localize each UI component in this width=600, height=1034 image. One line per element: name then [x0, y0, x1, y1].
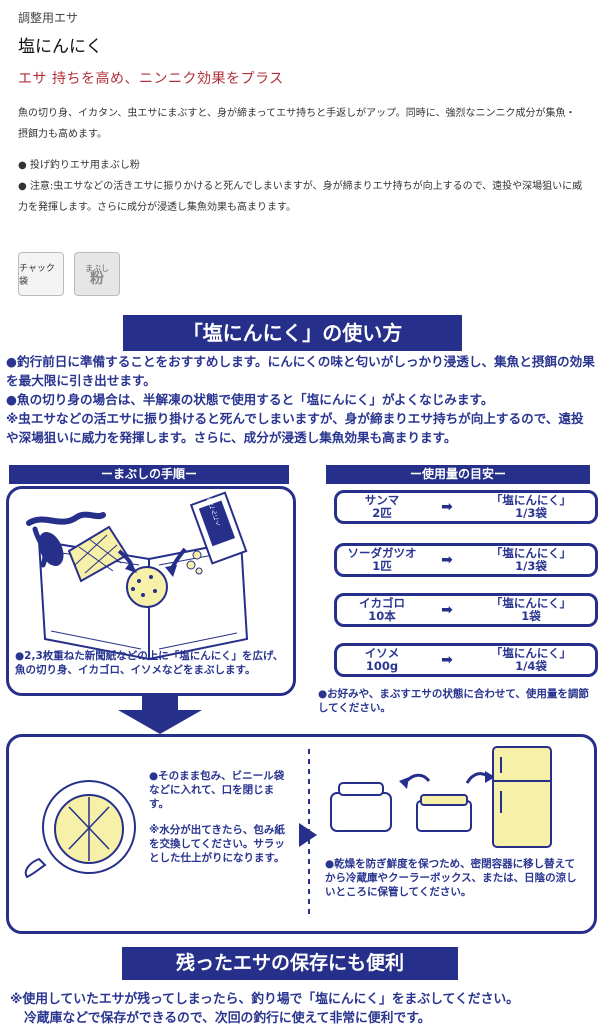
usage-line-1: ●釣行前日に準備することをおすすめします。にんにくの味と匂いがしっかり浸透し、集… [6, 354, 595, 388]
amount-portion: 「塩にんにく」1袋 [467, 597, 595, 623]
portion-value: 1/3袋 [515, 559, 547, 573]
amount-note: ●お好みや、まぶすエサの状態に合わせて、使用量を調節してください。 [318, 688, 589, 714]
bait-name: ソーダガツオ [347, 546, 417, 560]
product-title: 塩にんにく [18, 37, 103, 57]
storage-line-1: ※使用していたエサが残ってしまったら、釣り場で「塩にんにく」をまぶしてください。 [10, 992, 519, 1007]
tagline: エサ 持ちを高め、ニンニク効果をプラス [18, 71, 284, 87]
bait-qty: 1匹 [372, 559, 392, 573]
storage-line-2: 冷蔵庫などで保存ができるので、次回の釣行に使えて非常に便利です。 [24, 1011, 431, 1026]
zipper-bag-label: チャック袋 [19, 264, 55, 287]
bait-qty: 10本 [368, 609, 396, 623]
description-paragraph: 魚の切り身、イカタン、虫エサにまぶすと、身が締まってエサ持ちと手返しがアップ。同… [18, 108, 576, 140]
storage-step: ●乾燥を防ぎ鮮度を保つため、密閉容器に移し替えてから冷蔵庫やクーラーボックス、ま… [325, 858, 577, 898]
fridge-icon [492, 746, 552, 848]
wrap-illustration [24, 746, 552, 919]
bait-qty: 2匹 [372, 506, 392, 520]
portion-product: 「塩にんにく」 [490, 646, 572, 660]
powder-icon-main: 粉 [90, 271, 104, 287]
storage-text: ※使用していたエサが残ってしまったら、釣り場で「塩にんにく」をまぶしてください。… [10, 990, 595, 1028]
amount-portion: 「塩にんにく」1/3袋 [467, 547, 595, 573]
bullet-caution: ● 注意:虫エサなどの活きエサに振りかけると死んでしまいますが、身が締まりエサ持… [18, 181, 583, 213]
amount-portion: 「塩にんにく」1/4袋 [467, 647, 595, 673]
storage-banner: 残ったエサの保存にも便利 [122, 947, 458, 980]
wrap-step: ●そのまま包み、ビニール袋などに入れて、口を閉じます。 [149, 770, 285, 810]
fish-fillet-icon [38, 532, 64, 566]
usage-line-2: ●魚の切り身の場合は、半解凍の状態で使用すると「塩にんにく」がよくなじみます。 [6, 392, 494, 407]
right-arrow-icon [299, 823, 317, 847]
right-arrow-icon: ➡ [441, 652, 453, 668]
powder-icon-top: まぶし [85, 264, 109, 273]
wrap-note: ※水分が出てきたら、包み紙を交換してください。サラッとした仕上がりになります。 [149, 824, 285, 864]
right-arrow-icon: ➡ [441, 602, 453, 618]
powder-icon: まぶし 粉 [74, 252, 120, 296]
portion-value: 1/3袋 [515, 506, 547, 520]
squid-icon [67, 525, 129, 583]
bait-name: イカゴロ [359, 596, 405, 610]
portion-value: 1/4袋 [515, 659, 547, 673]
zipper-bag-icon: チャック袋 [18, 252, 64, 296]
description: 魚の切り身、イカタン、虫エサにまぶすと、身が締まってエサ持ちと手返しがアップ。同… [18, 103, 584, 218]
usage-banner: 「塩にんにく」の使い方 [123, 315, 462, 351]
procedure-step-1: ●2,3枚重ねた新聞紙などの上に「塩にんにく」を広げ、魚の切り身、イカゴロ、イソ… [15, 650, 284, 676]
bait-name: イソメ [364, 646, 400, 660]
portion-product: 「塩にんにく」 [490, 493, 572, 507]
portion-product: 「塩にんにく」 [490, 546, 572, 560]
right-arrow-icon: ➡ [441, 552, 453, 568]
procedure-header: ーまぶしの手順ー [9, 465, 289, 484]
amount-portion: 「塩にんにく」1/3袋 [467, 494, 595, 520]
procedure-panel: 塩にんにく ●2,3枚重ねた新聞紙などの上に「塩にんにく」を広げ、魚の切り身、イ… [6, 486, 296, 696]
portion-product: 「塩にんにく」 [490, 596, 572, 610]
product-package-icon: 塩にんにく [189, 491, 248, 565]
bait-name: サンマ [364, 493, 400, 507]
bullet-powder: ● 投げ釣りエサ用まぶし粉 [18, 160, 140, 171]
portion-value: 1袋 [521, 609, 541, 623]
feature-icons: チャック袋 まぶし 粉 [18, 252, 120, 296]
wrap-panel: ●そのまま包み、ビニール袋などに入れて、口を閉じます。 ※水分が出てきたら、包み… [6, 734, 597, 934]
cooler-box-icon [330, 792, 392, 832]
category-label: 調整用エサ [18, 11, 79, 25]
usage-intro: ●釣行前日に準備することをおすすめします。にんにくの味と匂いがしっかり浸透し、集… [6, 352, 596, 447]
newspaper-illustration: 塩にんにく [26, 491, 249, 661]
powder-heap-icon [126, 566, 168, 608]
worm-icon [26, 511, 106, 526]
down-arrow-icon [118, 694, 202, 734]
amount-header: ー使用量の目安ー [326, 465, 590, 484]
usage-line-3: ※虫エサなどの活エサに振り掛けると死んでしまいますが、身が締まりエサ持ちが向上す… [6, 411, 584, 445]
right-arrow-icon: ➡ [441, 499, 453, 515]
bait-qty: 100g [365, 659, 399, 673]
